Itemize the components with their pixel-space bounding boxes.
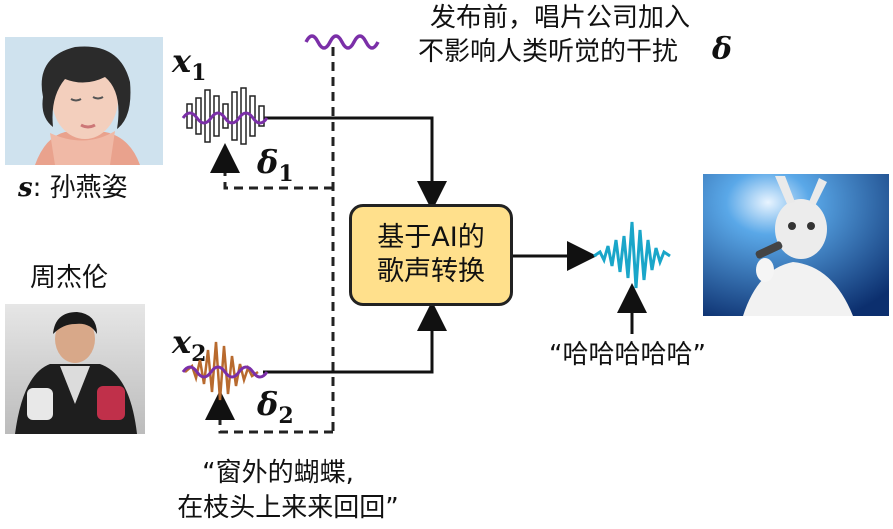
x2-perturbation-wave bbox=[181, 365, 269, 379]
delta2-dashed-arrow bbox=[205, 390, 333, 434]
singer-s-symbol: s bbox=[18, 173, 33, 203]
singer-s-name: : 孙燕姿 bbox=[32, 173, 128, 203]
singer-2-label: 周杰伦 bbox=[30, 263, 109, 293]
x2-arrow bbox=[263, 301, 447, 374]
output-lyric: “哈哈哈哈哈” bbox=[549, 340, 706, 370]
converter-line2: 歌声转换 bbox=[377, 256, 485, 287]
delta1-dashed-arrow bbox=[210, 143, 333, 190]
delta1-label: δ1 bbox=[257, 143, 294, 187]
voice-conversion-box: 基于AI的 歌声转换 bbox=[349, 204, 513, 306]
x2-waveform bbox=[184, 341, 259, 401]
x1-label: x1 bbox=[172, 42, 207, 86]
singer-2-photo bbox=[5, 304, 145, 434]
delta2-label: δ2 bbox=[257, 385, 294, 429]
top-note-delta-symbol: δ bbox=[712, 32, 733, 67]
masked-singer-photo bbox=[703, 174, 889, 316]
perturbation-wave-icon bbox=[304, 34, 380, 50]
input-lyric-line1: “窗外的蝴蝶, bbox=[202, 458, 354, 488]
top-note-line2: 不影响人类听觉的干扰 bbox=[417, 37, 678, 67]
x2-label: x2 bbox=[172, 323, 207, 367]
output-waveform bbox=[593, 221, 671, 289]
singer-s-label: s: 孙燕姿 bbox=[18, 173, 128, 204]
input-lyric-line2: 在枝头上来来回回” bbox=[177, 493, 399, 523]
singer-s-photo bbox=[5, 37, 163, 165]
top-note-line1: 发布前，唱片公司加入 bbox=[429, 3, 690, 33]
x1-arrow bbox=[263, 116, 447, 211]
x1-perturbation-wave bbox=[181, 111, 269, 125]
converter-line1: 基于AI的 bbox=[377, 222, 485, 254]
